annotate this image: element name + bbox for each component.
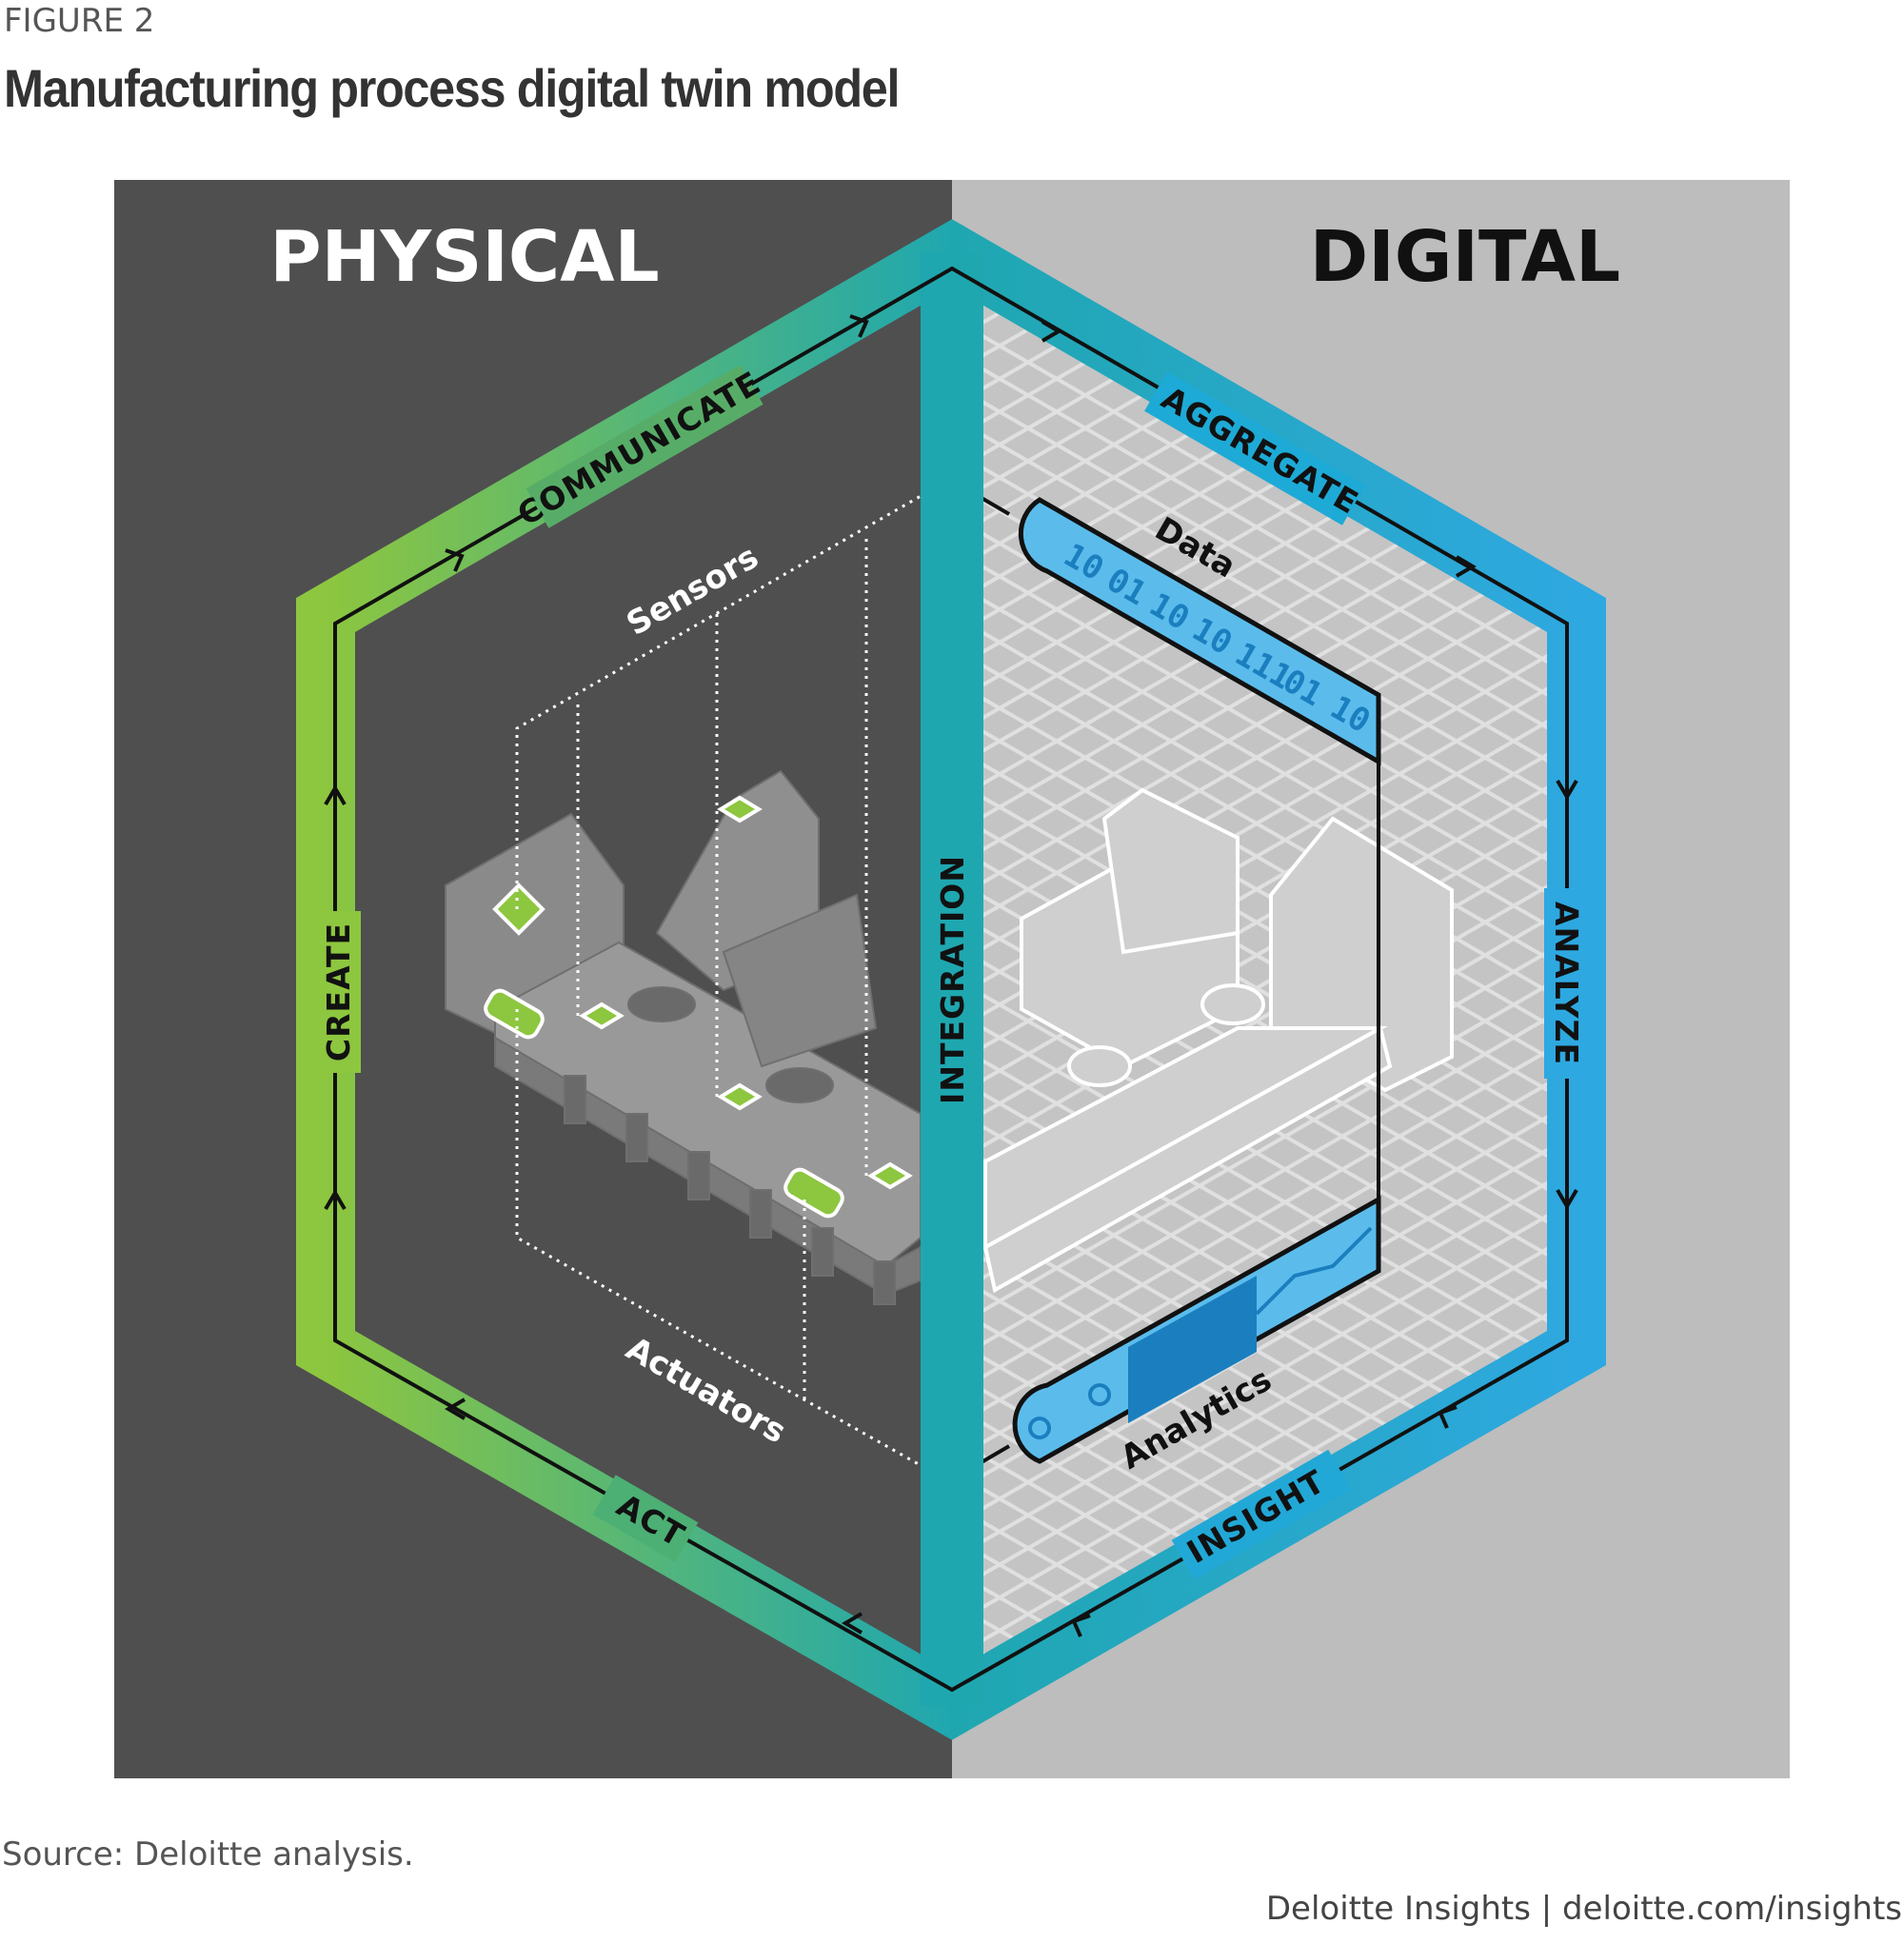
- integration-label: INTEGRATION: [934, 855, 971, 1104]
- cycle-line: [333, 266, 1569, 1693]
- create-label: CREATE: [320, 922, 357, 1061]
- digital-machine: [982, 787, 1454, 1294]
- physical-title: PHYSICAL: [269, 216, 659, 298]
- analytics-bar: [952, 1195, 1381, 1479]
- cycle-arrows: [324, 314, 1578, 1637]
- page-title: Manufacturing process digital twin model: [4, 58, 900, 118]
- source-note: Source: Deloitte analysis.: [2, 1835, 414, 1874]
- analyze-label: ANALYZE: [1548, 902, 1585, 1065]
- footer-credit: Deloitte Insights | deloitte.com/insight…: [1265, 1890, 1902, 1928]
- data-bar: 10 01 10 10 111 01 10: [950, 479, 1381, 1200]
- sensor-dotted-lines: [515, 479, 948, 1482]
- actuator-icons: [484, 988, 844, 1219]
- sensor-icons: [492, 795, 913, 1190]
- digital-title: DIGITAL: [1310, 216, 1620, 298]
- figure-label: FIGURE 2: [4, 2, 155, 40]
